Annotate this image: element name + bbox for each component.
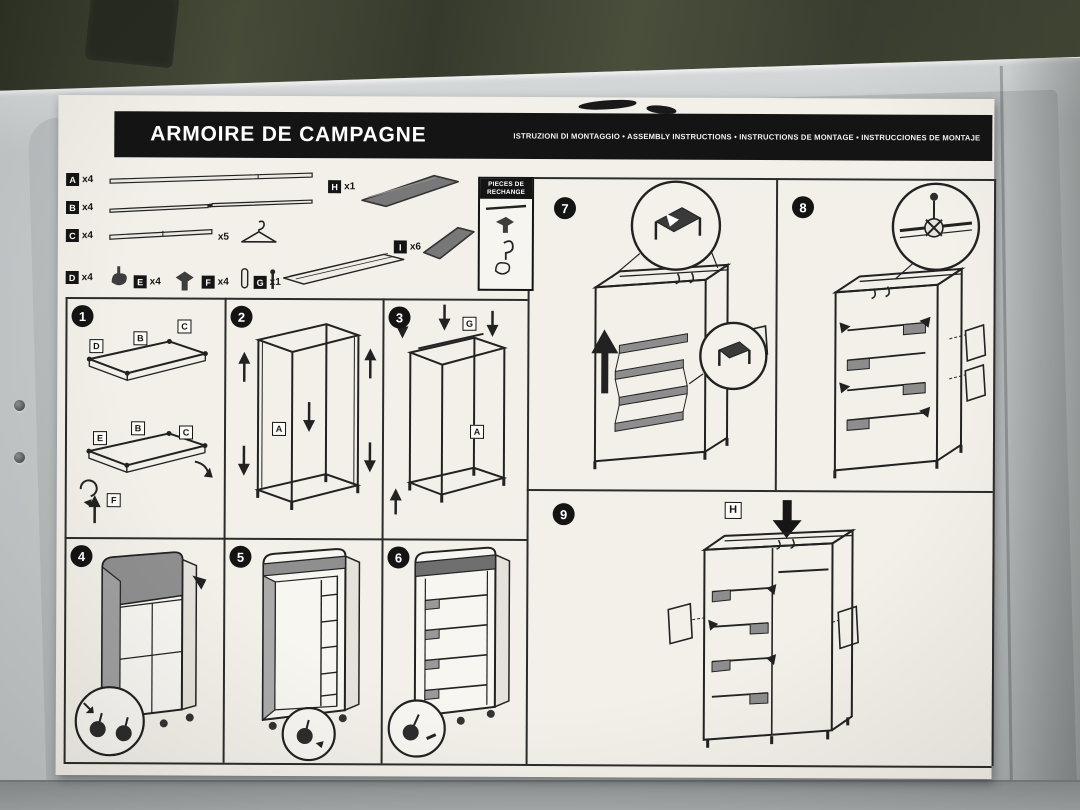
part-label-c: C	[178, 425, 194, 440]
step-5: 5	[223, 538, 382, 764]
spare-parts-title: PIECES DE RECHANGE	[480, 178, 533, 200]
part-entry-b: B x4	[65, 200, 94, 215]
locking-pin-icon	[240, 268, 249, 289]
support-pin-icon	[270, 269, 276, 289]
part-qty: x4	[81, 202, 94, 214]
step-2-diagram	[237, 323, 377, 510]
part-label-e: E	[92, 431, 108, 446]
corner-foot-icon	[111, 266, 127, 286]
step-9-diagram	[667, 500, 859, 748]
step-7: 7	[527, 177, 776, 490]
part-letter-badge: E	[133, 275, 147, 289]
fabric-shelf-icon	[361, 174, 459, 208]
short-pole-icon	[109, 228, 213, 240]
part-letter-badge: G	[253, 275, 267, 289]
part-qty: x4	[81, 272, 93, 284]
part-qty: x4	[217, 276, 229, 288]
step-4-diagram	[74, 551, 207, 757]
part-label-h: H	[724, 501, 742, 519]
step-number: 9	[552, 503, 575, 526]
part-label-f: F	[106, 493, 121, 508]
part-label-g: G	[462, 316, 477, 331]
title-bar: ARMOIRE DE CAMPAGNE ISTRUZIONI DI MONTAG…	[114, 111, 993, 162]
step-number: 7	[553, 197, 577, 220]
two-piece-pole-icon	[109, 199, 313, 213]
part-letter-badge: H	[328, 180, 342, 194]
tear-mark	[578, 98, 637, 111]
step-1: 1	[65, 297, 225, 538]
step-3: 3 G	[382, 298, 528, 539]
step-number: 5	[229, 545, 252, 568]
right-edge-shadow	[1008, 58, 1080, 810]
step-number: 8	[791, 196, 815, 219]
part-qty: x4	[82, 174, 94, 186]
part-entry-h: H x1	[328, 180, 355, 194]
spare-parts-title-line2: RECHANGE	[486, 188, 526, 196]
part-label-b: B	[131, 421, 146, 436]
part-label-a: A	[469, 424, 485, 439]
spare-parts-icons	[485, 204, 527, 275]
step-7-diagram	[591, 180, 769, 470]
part-entry-e: E x4	[133, 275, 161, 289]
long-pole-icon	[109, 172, 313, 184]
step-2: 2	[224, 298, 383, 539]
step-5-diagram	[261, 548, 361, 762]
clothes-hanger-icon	[241, 220, 277, 243]
part-label-d: D	[89, 339, 104, 354]
part-qty: x4	[149, 276, 161, 288]
step-number: 3	[388, 306, 411, 329]
board-bottom-edge	[0, 780, 1080, 810]
corner-connector-icon	[175, 271, 194, 291]
step-6-diagram	[387, 546, 511, 758]
parts-list: A x4 H x1 B x4	[65, 167, 529, 299]
part-letter-badge: F	[201, 275, 215, 289]
part-entry-c: C x4	[65, 228, 94, 243]
part-letter-badge: C	[65, 228, 79, 243]
part-entry-d: D x4	[65, 270, 93, 285]
step-3-diagram	[389, 304, 508, 515]
part-label-c: C	[177, 319, 192, 334]
spare-parts-box: PIECES DE RECHANGE	[477, 176, 535, 292]
part-letter-badge: A	[66, 172, 80, 187]
frame-screw-icon	[14, 452, 25, 463]
fabric-shelf-small-icon	[423, 226, 475, 260]
step-6: 6	[381, 538, 527, 764]
step-number: 1	[71, 305, 94, 328]
instruction-sheet: ARMOIRE DE CAMPAGNE ISTRUZIONI DI MONTAG…	[55, 94, 996, 780]
page-title: ARMOIRE DE CAMPAGNE	[150, 122, 427, 147]
part-letter-badge: D	[65, 270, 79, 285]
frame-screw-icon	[14, 400, 25, 411]
fabric-strap	[84, 0, 180, 69]
spare-parts-title-line1: PIECES DE	[488, 180, 525, 188]
step-number: 2	[230, 305, 253, 328]
part-qty: x4	[81, 230, 94, 242]
part-label-a: A	[272, 421, 287, 436]
step-number: 6	[387, 546, 410, 569]
part-letter-badge: B	[65, 200, 80, 215]
step-number: 4	[70, 545, 93, 568]
hanger-qty: x5	[217, 231, 230, 243]
folded-rail-icon	[282, 253, 405, 285]
part-entry-a: A x4	[66, 172, 94, 187]
part-entry-f: F x4	[201, 275, 229, 289]
step-1-diagram	[79, 338, 213, 524]
step-8-diagram	[831, 182, 987, 479]
step-9: 9	[526, 489, 993, 766]
step-8: 8	[775, 178, 994, 491]
subtitle-languages: ISTRUZIONI DI MONTAGGIO • ASSEMBLY INSTR…	[513, 131, 981, 143]
step-4: 4	[64, 537, 224, 763]
part-label-b: B	[133, 331, 148, 346]
